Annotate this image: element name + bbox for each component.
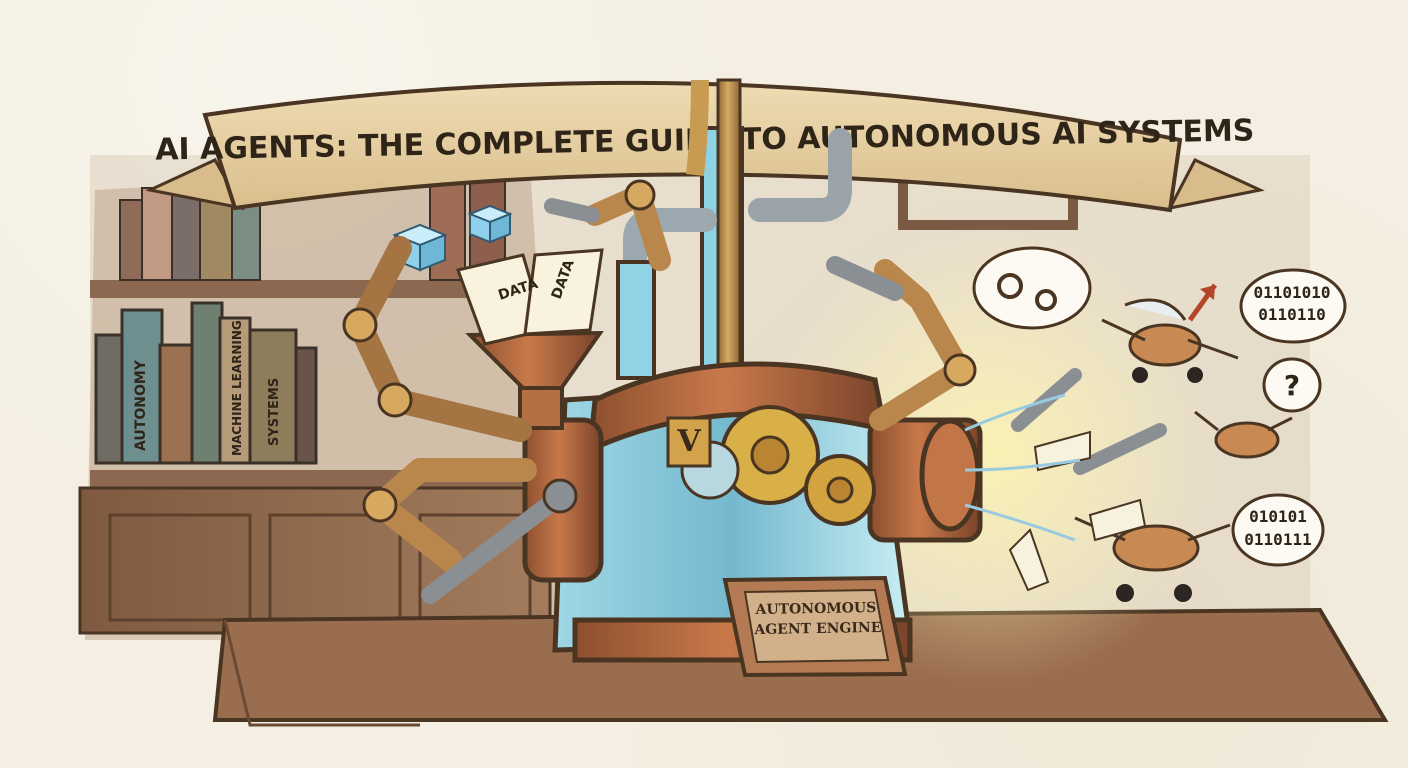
drone-icons	[1074, 298, 1293, 602]
plaque-line-2: AGENT ENGINE	[753, 620, 881, 638]
binary-top-line-2: 0110110	[1258, 305, 1325, 324]
data-papers: DATA DATA	[456, 248, 604, 346]
wrench-icons	[421, 198, 1167, 604]
binary-bottom-line-2: 0110111	[1244, 530, 1311, 549]
robotic-arms	[342, 179, 977, 572]
flying-papers	[964, 393, 1147, 592]
autonomous-agent-engine: V AUTONOMOUS AGENT ENGINE	[522, 361, 983, 678]
binary-top-line-1: 01101010	[1253, 283, 1330, 302]
arrow-up-right-icon	[1187, 283, 1218, 322]
engine-gears	[680, 405, 876, 526]
engine-emblem-letter: V	[676, 424, 701, 459]
thought-bubbles: 01101010 0110110 ? 010101 0110111	[972, 246, 1347, 567]
book-spine-machine-learning: MACHINE LEARNING	[230, 320, 244, 456]
book-spine-autonomy: AUTONOMY	[133, 359, 149, 451]
question-mark: ?	[1284, 369, 1300, 402]
binary-bottom-line-1: 010101	[1249, 507, 1307, 526]
engine-emblem: V	[666, 416, 712, 468]
book-spine-systems: SYSTEMS	[267, 378, 282, 446]
engine-plaque: AUTONOMOUS AGENT ENGINE	[722, 575, 908, 678]
plaque-line-1: AUTONOMOUS	[754, 600, 876, 618]
